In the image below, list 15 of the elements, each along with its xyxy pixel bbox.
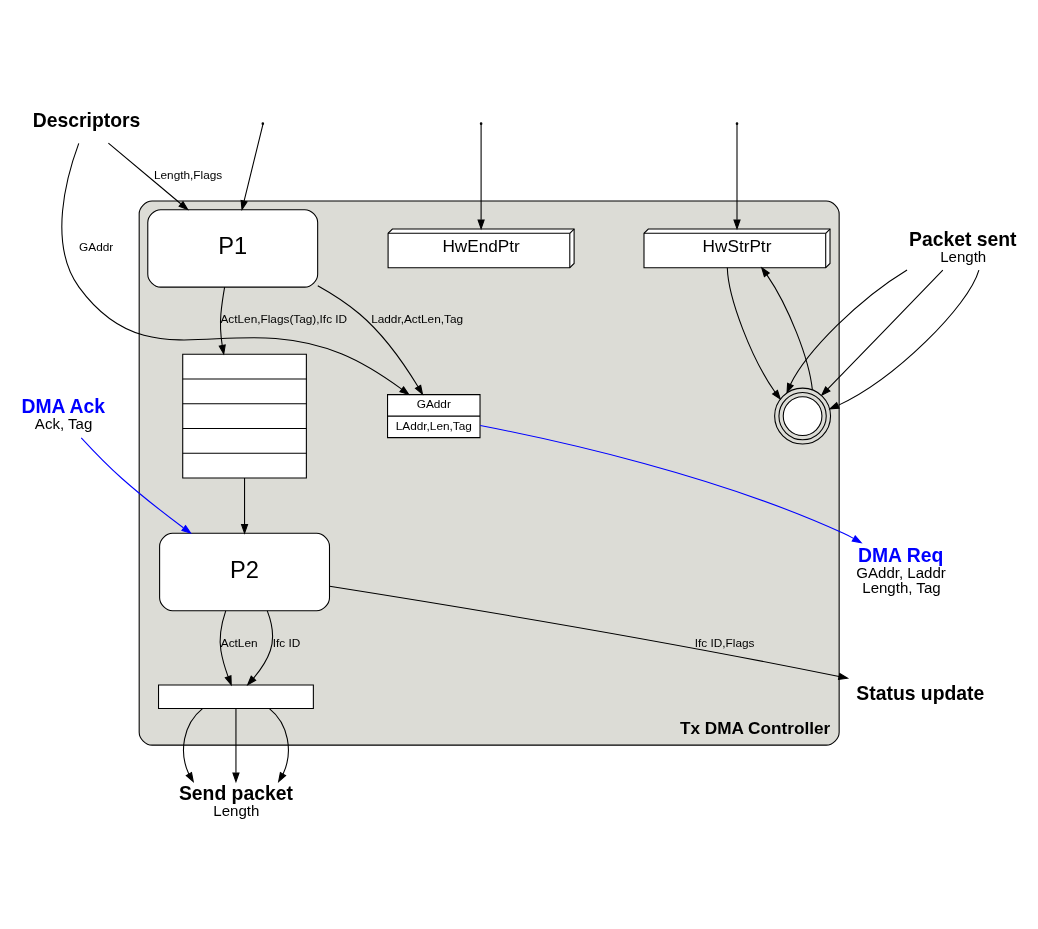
- edge-label: ActLen: [220, 636, 258, 651]
- edge-label: Length,Flags: [153, 168, 223, 183]
- edge-label: GAddr: [79, 240, 114, 255]
- node-label: Ack, Tag: [34, 415, 93, 433]
- node-text: Packet sent: [909, 227, 1017, 250]
- node-text: DMA Ack: [21, 395, 105, 418]
- node-text: DMA Req: [857, 543, 944, 566]
- edge-label: ActLen,Flags(Tag),Ifc ID: [220, 312, 348, 327]
- node-text: Descriptors: [32, 109, 141, 132]
- edge-label: Ifc ID,Flags: [694, 636, 755, 651]
- node-label: Length: [940, 247, 987, 265]
- node-text: Status update: [856, 682, 985, 705]
- node-text: Send packet: [178, 782, 293, 805]
- edge-label: Laddr,ActLen,Tag: [371, 312, 464, 327]
- edge-label: Ifc ID: [272, 636, 301, 651]
